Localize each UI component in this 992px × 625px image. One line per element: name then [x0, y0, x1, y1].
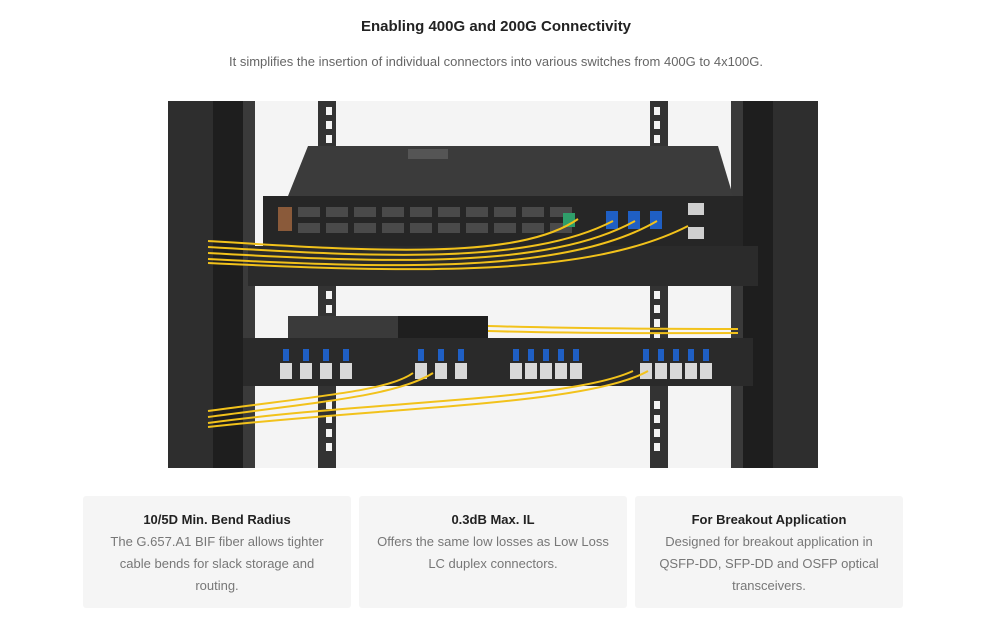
- patch-panel: [243, 316, 753, 386]
- feature-card-max-il: 0.3dB Max. IL Offers the same low losses…: [359, 496, 627, 608]
- feature-title: 10/5D Min. Bend Radius: [143, 512, 291, 527]
- product-photo: [168, 101, 818, 468]
- fiber-cables: [207, 218, 739, 428]
- rack-illustration: [168, 101, 818, 468]
- page-title: Enabling 400G and 200G Connectivity: [360, 18, 632, 35]
- feature-description: The G.657.A1 BIF fiber allows tighter ca…: [110, 534, 324, 593]
- feature-card-breakout: For Breakout Application Designed for br…: [635, 496, 903, 608]
- network-switch: [248, 146, 758, 286]
- feature-title: For Breakout Application: [691, 512, 847, 527]
- page-subtitle: It simplifies the insertion of individua…: [229, 54, 763, 69]
- feature-description: Designed for breakout application in QSF…: [659, 534, 879, 593]
- feature-card-bend-radius: 10/5D Min. Bend Radius The G.657.A1 BIF …: [83, 496, 351, 608]
- feature-title: 0.3dB Max. IL: [451, 512, 535, 527]
- feature-description: Offers the same low losses as Low Loss L…: [377, 534, 609, 571]
